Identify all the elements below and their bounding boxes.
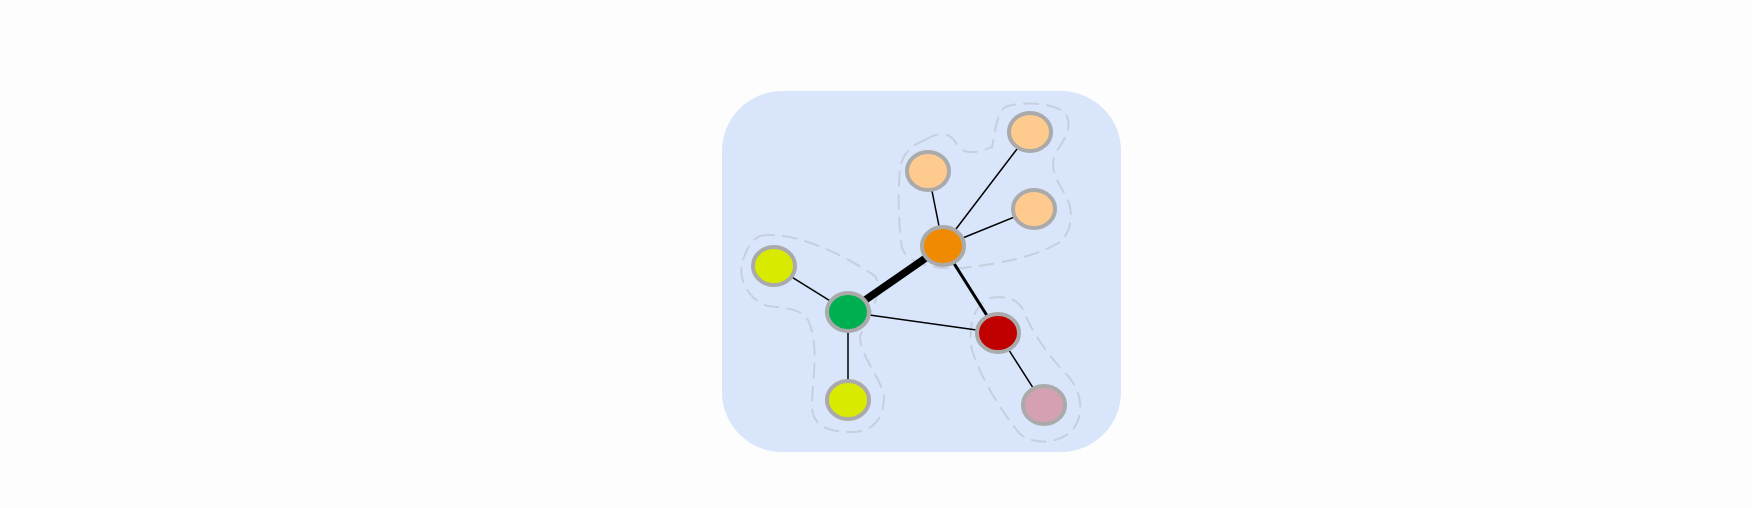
- node-peach-right[interactable]: [1011, 188, 1057, 230]
- panel-background: [722, 91, 1121, 452]
- node-yellow-bottom[interactable]: [825, 379, 871, 421]
- group-outline-green: [740, 234, 886, 434]
- node-red-node[interactable]: [975, 312, 1021, 354]
- node-pink-node[interactable]: [1021, 384, 1067, 426]
- group-outlines: [740, 102, 1082, 443]
- group-outline-red: [969, 296, 1082, 443]
- node-peach-top-right[interactable]: [1007, 111, 1053, 153]
- node-yellow-left[interactable]: [751, 245, 797, 287]
- node-orange-hub[interactable]: [920, 225, 966, 267]
- node-green-hub[interactable]: [825, 291, 871, 333]
- nodes: [751, 111, 1067, 426]
- edge-green-hub-red-node: [847, 311, 999, 334]
- group-outline-orange: [897, 102, 1072, 270]
- node-peach-top-left[interactable]: [905, 150, 951, 192]
- edge-orange-hub-peach-top-right: [942, 131, 1031, 247]
